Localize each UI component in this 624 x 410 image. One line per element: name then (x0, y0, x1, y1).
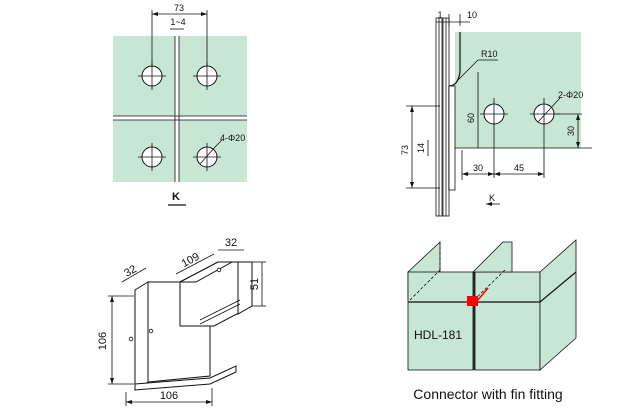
iso-view: 109 32 32 51 106 106 (97, 237, 266, 406)
dim-side-holes: 2-Φ20 (558, 90, 583, 100)
glass-fin (455, 32, 581, 148)
side-hole-right (530, 98, 560, 178)
dim-gap: 1~4 (170, 17, 185, 27)
dim-30-right: 30 (566, 126, 576, 136)
model-label: HDL-181 (414, 328, 462, 342)
front-panel-right (474, 271, 541, 371)
dim-30-bottom: 30 (473, 163, 483, 173)
bolt-2 (128, 336, 134, 342)
hole-bottom-left (138, 143, 166, 171)
dim-10: 10 (467, 10, 477, 20)
horizontal-gap (113, 116, 247, 120)
bolt-3 (216, 267, 222, 273)
glass-panel-area (113, 36, 247, 182)
caption: Connector with fin fitting (413, 386, 562, 402)
arm-top (179, 261, 234, 283)
dim-holes: 4-Φ20 (220, 133, 245, 143)
dim-109: 109 (180, 251, 202, 270)
dim-32-top: 32 (225, 237, 237, 249)
foot (134, 365, 237, 391)
dim-106-vertical: 106 (97, 332, 109, 350)
dim-51: 51 (249, 278, 261, 290)
dim-14: 14 (416, 143, 426, 153)
dim-73: 73 (174, 3, 184, 13)
section-label-k: K (172, 191, 180, 203)
dim-106-horizontal: 106 (160, 390, 178, 402)
glass-section-strips (435, 17, 450, 217)
fitting-plate (448, 85, 456, 191)
plate-side (134, 281, 149, 391)
fin-top (472, 241, 513, 273)
side-hole-left (480, 98, 508, 178)
dim-60: 60 (466, 113, 476, 123)
dim-1: 1 (437, 10, 442, 20)
vertical-gap (175, 36, 179, 182)
dim-45: 45 (514, 163, 524, 173)
dim-32-left: 32 (122, 263, 139, 280)
side-section-k: K (489, 193, 495, 203)
connector-marker (467, 296, 478, 306)
side-view: 1 10 R10 60 73 14 2-Φ20 30 (400, 10, 592, 217)
dim-r10: R10 (481, 49, 498, 59)
side-panel-right (539, 239, 577, 371)
front-panel-left (407, 271, 474, 371)
assembly-view: HDL-181 Connector with fin fitting (407, 239, 577, 402)
front-view: 73 1~4 4-Φ20 K (113, 3, 247, 206)
bolt-1 (148, 328, 154, 334)
dim-73-vertical: 73 (400, 145, 410, 155)
hole-top-right (193, 62, 221, 90)
